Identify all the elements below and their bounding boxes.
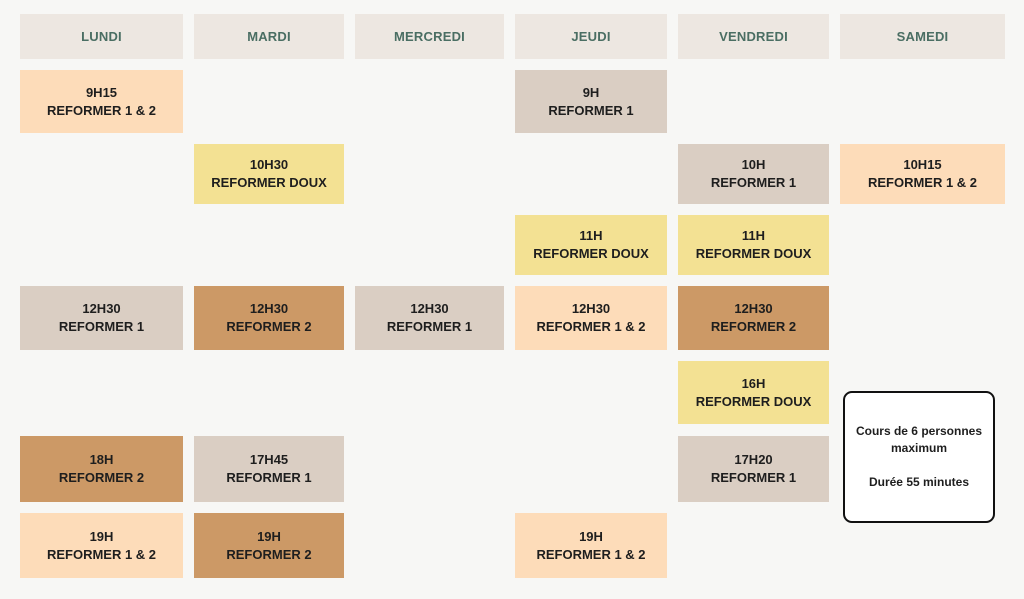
info-box: Cours de 6 personnes maximum Durée 55 mi… [843, 391, 995, 523]
class-name: REFORMER 2 [710, 319, 797, 334]
class-time: 12H30 [249, 301, 289, 316]
class-name: REFORMER 2 [226, 319, 312, 334]
class-time: 19H [579, 528, 603, 544]
class-name: REFORMER 1 & 2 [536, 546, 646, 562]
day-header-jeudi: JEUDI [515, 14, 667, 59]
class-vendredi-17h20[interactable]: 17H20 REFORMER 1 [678, 436, 829, 502]
class-vendredi-16h[interactable]: 16H REFORMER DOUX [678, 361, 829, 424]
class-samedi-10h15[interactable]: 10H15 REFORMER 1 & 2 [840, 144, 1005, 204]
day-header-samedi: SAMEDI [840, 14, 1005, 59]
class-vendredi-11h[interactable]: 11H REFORMER DOUX [678, 215, 829, 275]
class-vendredi-12h30[interactable]: 12H30 REFORMER 2 [678, 286, 829, 350]
info-capacity-line2: maximum [890, 441, 948, 455]
class-lundi-9h15[interactable]: 9H15 REFORMER 1 & 2 [20, 70, 183, 133]
class-time: 12H30 [410, 301, 449, 316]
class-time: 19H [257, 528, 281, 544]
class-name: REFORMER 1 [386, 319, 473, 334]
class-lundi-19h[interactable]: 19H REFORMER 1 & 2 [20, 513, 183, 578]
class-lundi-18h[interactable]: 18H REFORMER 2 [20, 436, 183, 502]
class-jeudi-11h[interactable]: 11H REFORMER DOUX [515, 215, 667, 275]
class-time: 9H15 [85, 84, 118, 100]
info-capacity-line1: Cours de 6 personnes [855, 424, 983, 438]
class-name: REFORMER DOUX [695, 393, 812, 409]
class-time: 9H [582, 84, 600, 100]
day-header-vendredi: VENDREDI [678, 14, 829, 59]
class-time: 12H30 [734, 301, 773, 316]
class-time: 19H [89, 528, 114, 544]
day-header-mardi: MARDI [194, 14, 344, 59]
class-jeudi-9h[interactable]: 9H REFORMER 1 [515, 70, 667, 133]
class-name: REFORMER 2 [226, 546, 312, 562]
class-vendredi-10h[interactable]: 10H REFORMER 1 [678, 144, 829, 204]
class-time: 17H20 [734, 452, 773, 467]
class-time: 10H [741, 157, 766, 172]
class-time: 11H [741, 228, 766, 243]
class-name: REFORMER 1 [548, 102, 634, 118]
class-jeudi-12h30[interactable]: 12H30 REFORMER 1 & 2 [515, 286, 667, 350]
class-time: 12H30 [82, 301, 121, 316]
class-jeudi-19h[interactable]: 19H REFORMER 1 & 2 [515, 513, 667, 578]
class-time: 17H45 [249, 452, 289, 467]
day-header-lundi: LUNDI [20, 14, 183, 59]
class-time: 16H [741, 375, 766, 391]
class-time: 12H30 [571, 301, 611, 316]
class-mardi-12h30[interactable]: 12H30 REFORMER 2 [194, 286, 344, 350]
class-name: REFORMER 1 & 2 [536, 319, 646, 334]
class-name: REFORMER 1 [226, 470, 312, 485]
class-name: REFORMER 1 & 2 [867, 175, 978, 190]
class-name: REFORMER DOUX [695, 246, 812, 261]
class-name: REFORMER 2 [58, 470, 145, 485]
class-name: REFORMER 1 [710, 470, 797, 485]
class-mardi-19h[interactable]: 19H REFORMER 2 [194, 513, 344, 578]
day-header-mercredi: MERCREDI [355, 14, 504, 59]
class-name: REFORMER 1 & 2 [46, 102, 157, 118]
info-duration: Durée 55 minutes [868, 475, 970, 489]
class-mercredi-12h30[interactable]: 12H30 REFORMER 1 [355, 286, 504, 350]
class-name: REFORMER 1 [710, 175, 797, 190]
class-name: REFORMER DOUX [211, 175, 327, 190]
class-time: 11H [579, 228, 603, 243]
class-name: REFORMER 1 & 2 [46, 546, 157, 562]
class-lundi-12h30[interactable]: 12H30 REFORMER 1 [20, 286, 183, 350]
class-mardi-17h45[interactable]: 17H45 REFORMER 1 [194, 436, 344, 502]
class-time: 10H15 [903, 157, 942, 172]
class-time: 18H [89, 452, 114, 467]
class-time: 10H30 [249, 157, 289, 172]
class-name: REFORMER 1 [58, 319, 145, 334]
class-mardi-10h30[interactable]: 10H30 REFORMER DOUX [194, 144, 344, 204]
class-name: REFORMER DOUX [533, 246, 649, 261]
